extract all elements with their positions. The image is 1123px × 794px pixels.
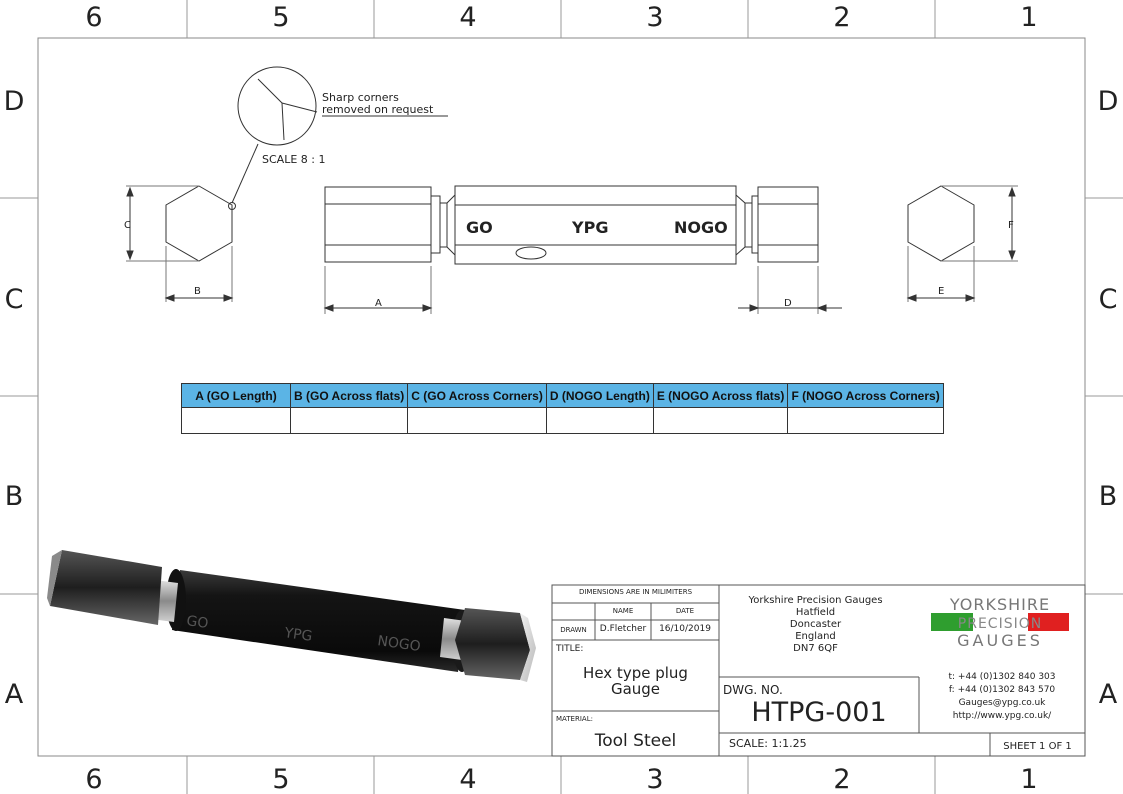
material-label: MATERIAL: — [556, 715, 593, 723]
col-label-top: 6 — [85, 2, 102, 33]
row-label-left: A — [5, 679, 24, 710]
drawn-name: D.Fletcher — [599, 624, 647, 634]
col-label-top: 3 — [646, 2, 663, 33]
row-label-right: D — [1098, 86, 1119, 117]
header-d: D (NOGO Length) — [545, 383, 654, 408]
render-ypg: YPG — [282, 625, 313, 645]
address-line: DN7 6QF — [793, 643, 838, 654]
engrave-ypg: YPG — [571, 218, 608, 237]
go-end-view — [126, 185, 234, 302]
address-line: Hatfield — [795, 607, 836, 618]
drawn-label: DRAWN — [560, 626, 587, 634]
col-label-top: 5 — [272, 2, 289, 33]
nogo-end-view — [906, 185, 1018, 302]
value-e[interactable] — [652, 407, 789, 434]
logo-line2: PRECISION — [958, 616, 1042, 632]
header-e: E (NOGO Across flats) — [652, 383, 789, 408]
header-f: F (NOGO Across Corners) — [787, 383, 944, 408]
dwg-number: HTPG-001 — [751, 697, 887, 728]
title-line1: Hex type plug — [583, 664, 688, 682]
contact-line: t: +44 (0)1302 840 303 — [948, 672, 1056, 682]
col-label-top: 4 — [459, 2, 476, 33]
render-go: GO — [185, 613, 209, 632]
address-line: Yorkshire Precision Gauges — [748, 595, 883, 606]
col-label-bottom: 2 — [833, 764, 850, 794]
company-logo: YORKSHIRE PRECISION GAUGES — [931, 595, 1069, 650]
address-line: Doncaster — [789, 619, 842, 630]
dim-label-b: B — [194, 286, 201, 297]
col-label-top: 1 — [1020, 2, 1037, 33]
logo-green-bar — [931, 613, 973, 631]
dim-label-d: D — [784, 298, 792, 309]
header-a: A (GO Length) — [181, 383, 291, 408]
title-block-lines — [551, 584, 1086, 757]
dwg-label: DWG. NO. — [723, 683, 783, 697]
material-value: Tool Steel — [594, 731, 677, 751]
contact-line: Gauges@ypg.co.uk — [958, 698, 1046, 708]
detail-note-line2: removed on request — [322, 103, 434, 116]
contact-line: http://www.ypg.co.uk/ — [952, 711, 1052, 721]
dim-label-e: E — [938, 286, 944, 297]
header-b: B (GO Across flats) — [289, 383, 409, 408]
gauge-3d-render: GO YPG NOGO — [47, 550, 536, 682]
dim-label-c: C — [124, 220, 131, 231]
date-header: DATE — [675, 607, 695, 615]
zone-labels: 6 5 4 3 2 1 6 5 4 3 2 1 D C B A D C B A — [4, 2, 1119, 794]
contact-line: f: +44 (0)1302 843 570 — [948, 685, 1056, 695]
drawn-date: 16/10/2019 — [659, 624, 711, 634]
value-a[interactable] — [181, 407, 291, 434]
sheet-number: SHEET 1 OF 1 — [1003, 741, 1072, 752]
contact-info: t: +44 (0)1302 840 303 f: +44 (0)1302 84… — [919, 671, 1085, 723]
name-header: NAME — [612, 607, 634, 615]
header-c: C (GO Across Corners) — [407, 383, 547, 408]
logo-red-bar — [1028, 613, 1069, 631]
address-line: England — [795, 631, 836, 642]
detail-note-line1: Sharp corners — [322, 91, 399, 104]
dims-note: DIMENSIONS ARE IN MILIMITERS — [578, 588, 693, 596]
row-label-right: A — [1099, 679, 1118, 710]
col-label-bottom: 3 — [646, 764, 663, 794]
row-label-right: B — [1099, 481, 1118, 512]
col-label-bottom: 4 — [459, 764, 476, 794]
render-nogo: NOGO — [376, 633, 421, 655]
row-label-left: D — [4, 86, 25, 117]
col-label-bottom: 1 — [1020, 764, 1037, 794]
title-line2: Gauge — [610, 680, 661, 698]
company-address: Yorkshire Precision Gauges Hatfield Donc… — [719, 595, 912, 655]
detail-scale: SCALE 8 : 1 — [262, 153, 325, 166]
table-row — [181, 407, 944, 434]
gauge-side-view — [323, 185, 842, 314]
value-f[interactable] — [787, 407, 944, 434]
logo-line3: GAUGES — [957, 631, 1043, 650]
row-label-right: C — [1099, 284, 1118, 315]
value-d[interactable] — [545, 407, 654, 434]
value-c[interactable] — [407, 407, 547, 434]
col-label-bottom: 5 — [272, 764, 289, 794]
col-label-top: 2 — [833, 2, 850, 33]
title-label: TITLE: — [556, 644, 584, 654]
dim-label-f: F — [1008, 220, 1014, 231]
scale-label: SCALE: 1:1.25 — [729, 737, 807, 750]
engrave-go: GO — [466, 218, 493, 237]
detail-view — [228, 66, 448, 210]
dim-label-a: A — [375, 298, 382, 309]
logo-white-bar — [973, 613, 1028, 631]
row-label-left: B — [5, 481, 24, 512]
dimensions-table: A (GO Length) B (GO Across flats) C (GO … — [181, 383, 944, 434]
row-label-left: C — [5, 284, 24, 315]
logo-line1: YORKSHIRE — [949, 595, 1050, 614]
value-b[interactable] — [289, 407, 409, 434]
col-label-bottom: 6 — [85, 764, 102, 794]
engrave-nogo: NOGO — [674, 218, 728, 237]
